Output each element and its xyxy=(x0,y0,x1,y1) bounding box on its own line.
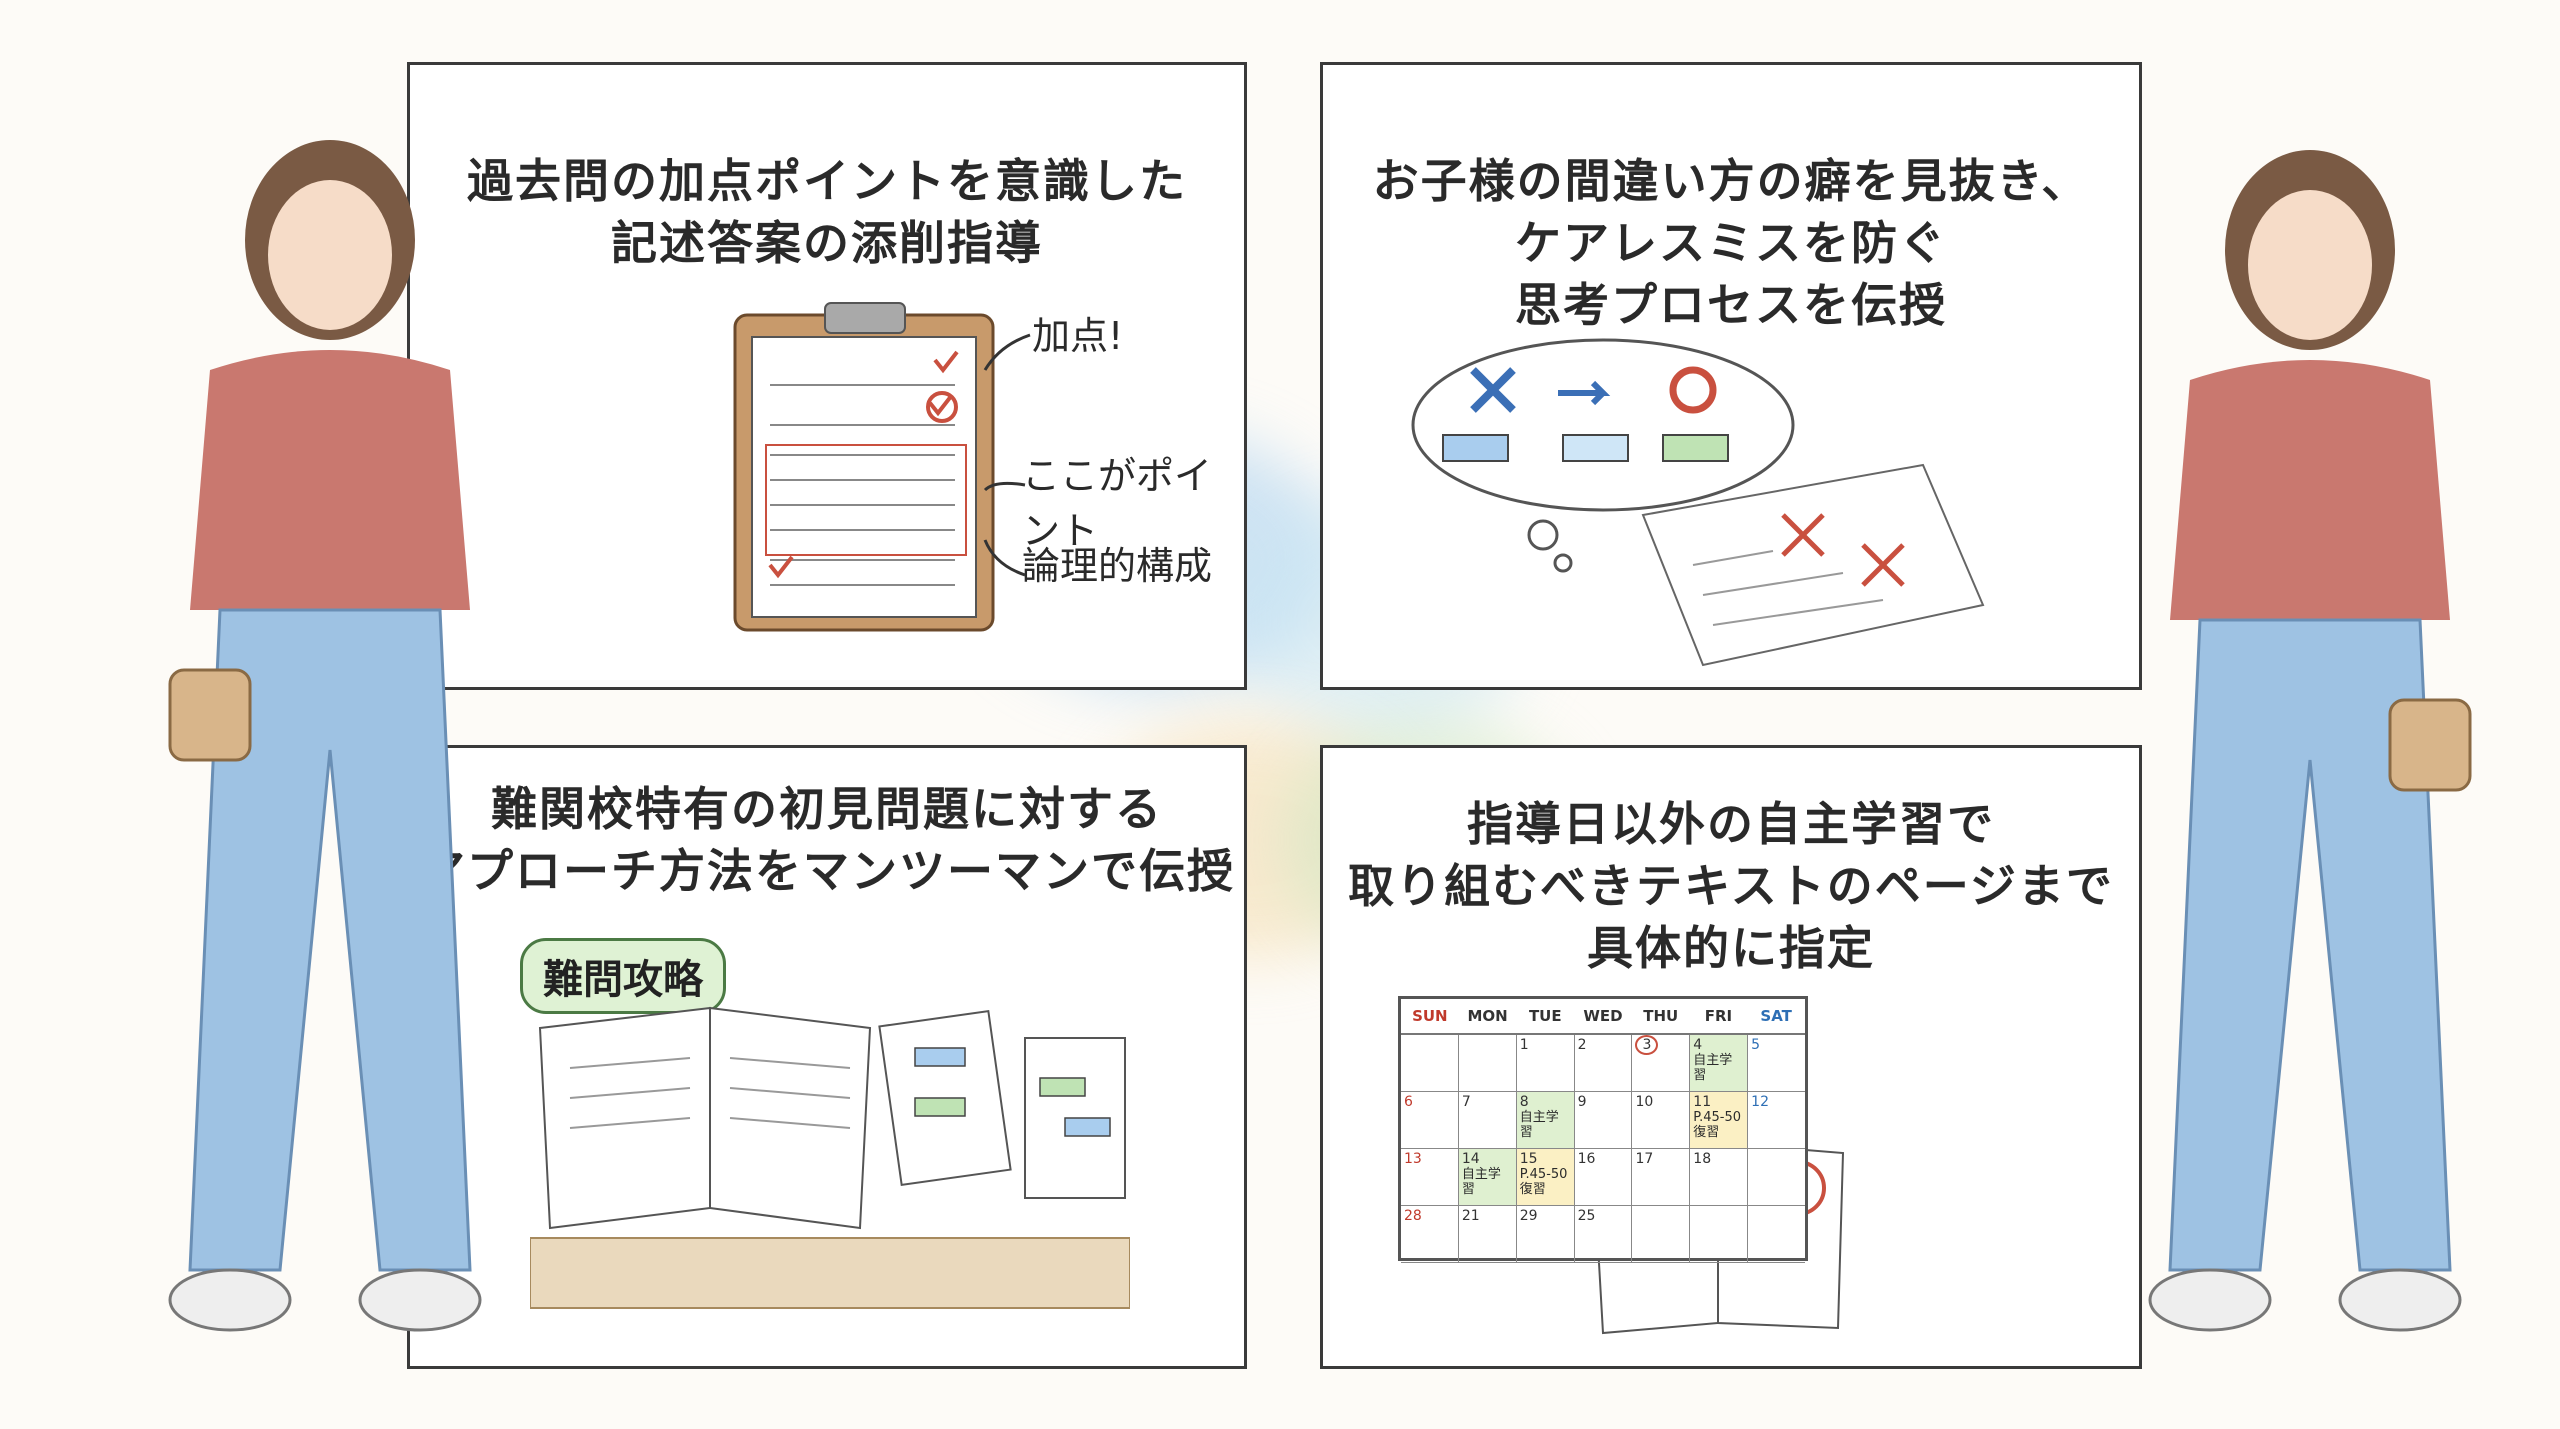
calendar-header: SUN MON TUE WED THU FRI SAT xyxy=(1401,999,1805,1035)
callout-arrows xyxy=(983,333,1031,577)
calendar-date: 10 xyxy=(1635,1094,1654,1110)
calendar-cell: 12 xyxy=(1748,1092,1805,1148)
calendar-day-header: SUN xyxy=(1412,1007,1448,1025)
tutor-figure-right xyxy=(2148,150,2472,1332)
calendar-cell: 7 xyxy=(1459,1092,1517,1148)
calendar-date: 1 xyxy=(1519,1037,1529,1053)
calendar-note: 自主学習 xyxy=(1693,1053,1733,1083)
calendar-date: 11 xyxy=(1693,1094,1712,1110)
calendar-date: 29 xyxy=(1519,1208,1538,1224)
calendar-date: 9 xyxy=(1577,1094,1587,1110)
calendar-cell xyxy=(1401,1035,1459,1091)
calendar-note: 自主学習 xyxy=(1461,1167,1501,1197)
calendar-cell: 3 xyxy=(1632,1035,1691,1091)
calendar-cell: 6 xyxy=(1401,1092,1459,1148)
calendar-cell: 16 xyxy=(1575,1149,1633,1205)
calendar-cell: 25 xyxy=(1575,1206,1633,1262)
panel-title: 指導日以外の自主学習で 取り組むべきテキストのページまで 具体的に指定 xyxy=(1323,793,2139,979)
calendar-date: 28 xyxy=(1404,1208,1422,1224)
calendar-note: P.45-50 復習 xyxy=(1693,1110,1742,1140)
panel-title: 難関校特有の初見問題に対する アプローチ方法をマンツーマンで伝授 xyxy=(410,778,1244,902)
calendar-cell xyxy=(1632,1206,1691,1262)
panel-title-line: 思考プロセスを伝授 xyxy=(1515,278,1947,332)
calendar-day-header: WED xyxy=(1583,1007,1623,1025)
panel-careless-mistakes: お子様の間違い方の癖を見抜き、 ケアレスミスを防ぐ 思考プロセスを伝授 xyxy=(1320,62,2142,690)
calendar-date: 2 xyxy=(1577,1037,1587,1053)
calendar-date: 18 xyxy=(1693,1151,1712,1167)
panel-title-line: アプローチ方法をマンツーマンで伝授 xyxy=(419,844,1235,898)
calendar-cell xyxy=(1748,1206,1805,1262)
calendar-day-header: TUE xyxy=(1528,1007,1562,1025)
calendar-day-header: SAT xyxy=(1760,1007,1792,1025)
open-book-and-charts-illustration xyxy=(530,1006,1130,1309)
panel-essay-correction: 過去問の加点ポイントを意識した 記述答案の添削指導 加点! ここがポイント 論理… xyxy=(407,62,1247,690)
panel-title-line: 指導日以外の自主学習で xyxy=(1467,797,1995,851)
calendar-date: 8 xyxy=(1519,1094,1529,1110)
calendar-cell: 2 xyxy=(1575,1035,1633,1091)
panel-title-line: 取り組むべきテキストのページまで xyxy=(1348,859,2114,913)
worksheet-illustration xyxy=(1641,463,1985,667)
calendar-cell: 18 xyxy=(1690,1149,1749,1205)
panel-title: お子様の間違い方の癖を見抜き、 ケアレスミスを防ぐ 思考プロセスを伝授 xyxy=(1323,150,2139,336)
callout-points: 加点! xyxy=(1032,314,1124,358)
calendar-date: 3 xyxy=(1635,1035,1659,1055)
tutor-figure-left xyxy=(168,140,482,1332)
calendar-day-header: MON xyxy=(1467,1007,1508,1025)
calendar-cell: 28 xyxy=(1401,1206,1459,1262)
callout-key-point: ここがポイント xyxy=(1022,454,1213,553)
calendar-date: 4 xyxy=(1693,1037,1703,1053)
calendar-cell xyxy=(1459,1035,1517,1091)
calendar-note: 自主学習 xyxy=(1519,1110,1559,1140)
calendar-cell: 1 xyxy=(1517,1035,1575,1091)
panel-novel-problems: 難関校特有の初見問題に対する アプローチ方法をマンツーマンで伝授 難問攻略 xyxy=(407,745,1247,1369)
panel-title-line: 難関校特有の初見問題に対する xyxy=(491,782,1163,836)
calendar-cell: 29 xyxy=(1517,1206,1575,1262)
clipboard-illustration xyxy=(733,302,995,632)
calendar-note: P.45-50 復習 xyxy=(1519,1167,1568,1197)
calendar-date: 6 xyxy=(1404,1094,1413,1110)
calendar-cell: 17 xyxy=(1632,1149,1691,1205)
calendar-date: 25 xyxy=(1577,1208,1596,1224)
calendar-cell: 10 xyxy=(1632,1092,1691,1148)
panel-title-line: お子様の間違い方の癖を見抜き、 xyxy=(1372,154,2090,208)
callout-logic: 論理的構成 xyxy=(1022,544,1213,588)
calendar-date: 5 xyxy=(1751,1037,1761,1053)
calendar-date: 7 xyxy=(1461,1094,1471,1110)
calendar-date: 15 xyxy=(1519,1151,1538,1167)
calendar-day-header: FRI xyxy=(1704,1007,1733,1025)
panel-title-line: 記述答案の添削指導 xyxy=(611,216,1043,270)
panel-title-line: 過去問の加点ポイントを意識した xyxy=(467,154,1187,208)
calendar-date: 12 xyxy=(1751,1094,1769,1110)
calendar-date: 21 xyxy=(1461,1208,1480,1224)
difficult-problem-badge: 難問攻略 xyxy=(520,938,726,1014)
panel-title-line: 具体的に指定 xyxy=(1587,921,1875,975)
calendar-week: 28 21 29 25 xyxy=(1401,1206,1805,1263)
calendar-cell: 5 xyxy=(1748,1035,1805,1091)
calendar-date: 16 xyxy=(1577,1151,1596,1167)
panel-title: 過去問の加点ポイントを意識した 記述答案の添削指導 xyxy=(410,150,1244,274)
calendar-date: 13 xyxy=(1404,1151,1422,1167)
calendar-day-header: THU xyxy=(1643,1007,1679,1025)
calendar-cell: 9 xyxy=(1575,1092,1633,1148)
calendar-cell xyxy=(1690,1206,1749,1262)
calendar-cell: 21 xyxy=(1459,1206,1517,1262)
calendar-date: 17 xyxy=(1635,1151,1654,1167)
thought-bubble xyxy=(1411,338,1795,573)
calendar-cell: 13 xyxy=(1401,1149,1459,1205)
panel-title-line: ケアレスミスを防ぐ xyxy=(1515,216,1947,270)
calendar-date: 14 xyxy=(1461,1151,1480,1167)
calendar-cell xyxy=(1748,1149,1805,1205)
